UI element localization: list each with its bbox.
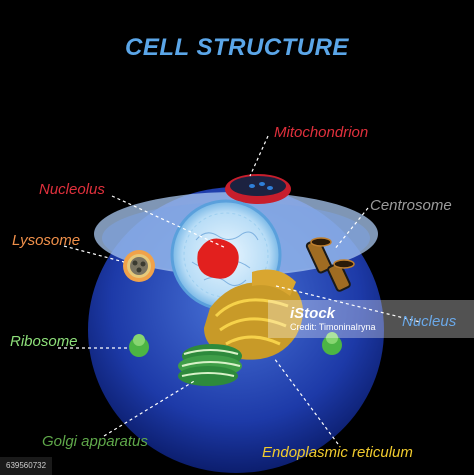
diagram-title: CELL STRUCTURE	[125, 34, 349, 61]
endoplasmic-reticulum-label: Endoplasmic reticulum	[262, 444, 413, 461]
stock-id-badge: 639560732	[0, 457, 53, 475]
leader-lines	[58, 135, 421, 445]
mitochondrion-shape	[225, 174, 291, 204]
centrosome-shape	[305, 237, 355, 292]
watermark-credit: Credit: TimoninaIryna	[290, 322, 376, 332]
ribosome-shape-left	[129, 334, 149, 357]
ribosome-shape-right	[322, 332, 342, 355]
nucleus-label: Nucleus	[402, 313, 457, 330]
ribosome-label: Ribosome	[10, 333, 78, 350]
watermark-band	[268, 300, 474, 338]
centrosome-label: Centrosome	[370, 197, 452, 214]
watermark-logo: iStock	[290, 305, 336, 322]
lysosome-shape	[123, 250, 155, 282]
endoplasmic-reticulum-shape	[204, 269, 303, 360]
golgi-apparatus-shape	[178, 344, 242, 386]
golgi-apparatus-label: Golgi apparatus	[42, 433, 148, 450]
lysosome-label: Lysosome	[12, 232, 81, 249]
mitochondrion-label: Mitochondrion	[274, 124, 369, 141]
nucleolus-label: Nucleolus	[39, 181, 105, 198]
